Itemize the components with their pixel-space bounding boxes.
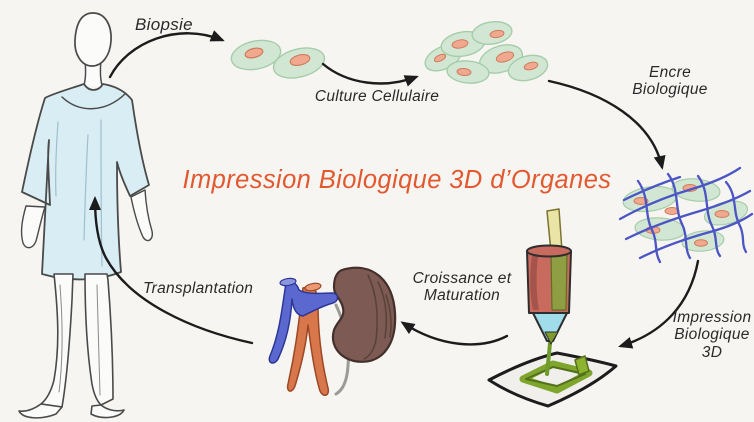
- printer-barrel-top: [526, 244, 572, 258]
- cell-nucleus: [714, 210, 730, 218]
- cell-nucleus: [433, 53, 447, 63]
- maturation-arrow: [400, 321, 509, 346]
- leg-shading-lines: [58, 284, 101, 396]
- printer-gel-stream: [545, 341, 552, 376]
- cell-nucleus: [489, 29, 505, 39]
- patient-left-leg: [40, 273, 74, 408]
- label-line: Impression: [672, 309, 752, 326]
- diagram-title: Impression Biologique 3D d’Organes: [182, 166, 612, 194]
- vein-opening: [279, 277, 297, 287]
- label-line: Croissance et: [412, 270, 512, 287]
- biopsy-arrow: [108, 30, 225, 79]
- patient-left-hand: [20, 205, 46, 249]
- biopsy-cell-pair: [230, 39, 326, 79]
- printed-gel-square-shadow: [525, 366, 586, 387]
- patient-right-hand: [130, 189, 154, 242]
- culture-arrow: [321, 62, 419, 87]
- label-transplantation: Transplantation: [143, 280, 254, 297]
- kidney-organ-with-vessels: [268, 266, 397, 396]
- human-patient-figure: [18, 12, 154, 419]
- scaffold-fibers: [618, 166, 754, 264]
- printer-barrel-shading: [530, 256, 539, 310]
- patient-left-foot: [18, 403, 63, 419]
- cell-nucleus: [451, 39, 469, 49]
- label-line: Biologique: [674, 326, 750, 344]
- bio-ink-cell-scaffold: [618, 166, 754, 264]
- kidney-body: [331, 266, 397, 363]
- cell-nucleus: [244, 47, 264, 59]
- label-line: 3D: [701, 343, 723, 361]
- patient-right-foot: [90, 404, 125, 419]
- cell-nucleus: [523, 61, 539, 71]
- transplantation-arrow: [89, 196, 254, 345]
- gown-collar-line: [61, 93, 126, 110]
- printer-nozzle-tip: [544, 331, 559, 345]
- cycle-arrows: [89, 30, 700, 349]
- bio-ink-arrow: [547, 79, 666, 170]
- label-croissance-maturation: Croissance et Maturation: [402, 270, 522, 305]
- cell-nucleus: [456, 67, 472, 77]
- kidney-ridges: [363, 274, 392, 360]
- label-line: Maturation: [423, 287, 501, 305]
- renal-vein: [268, 281, 339, 364]
- label-biopsie: Biopsie: [135, 15, 193, 34]
- printer-reservoir-window: [550, 253, 568, 311]
- printed-gel-wall: [574, 355, 590, 376]
- patient-right-leg: [84, 273, 114, 406]
- cultured-cell-cluster: [424, 21, 549, 84]
- cell-nucleus: [289, 53, 311, 67]
- 3d-bioprinter: [487, 208, 618, 408]
- label-line: Encre: [649, 64, 691, 81]
- printing-arrow: [618, 259, 700, 349]
- label-impression-biologique-3d: Impression Biologique 3D: [664, 309, 754, 361]
- cell-nucleus: [694, 239, 708, 247]
- label-line: Biologique: [632, 81, 708, 99]
- cell-nucleus: [495, 51, 515, 63]
- label-culture-cellulaire: Culture Cellulaire: [314, 88, 440, 105]
- printed-gel-square: [519, 360, 593, 394]
- artery-opening: [304, 282, 322, 292]
- patient-head: [74, 12, 112, 67]
- label-encre-biologique: Encre Biologique: [622, 64, 718, 99]
